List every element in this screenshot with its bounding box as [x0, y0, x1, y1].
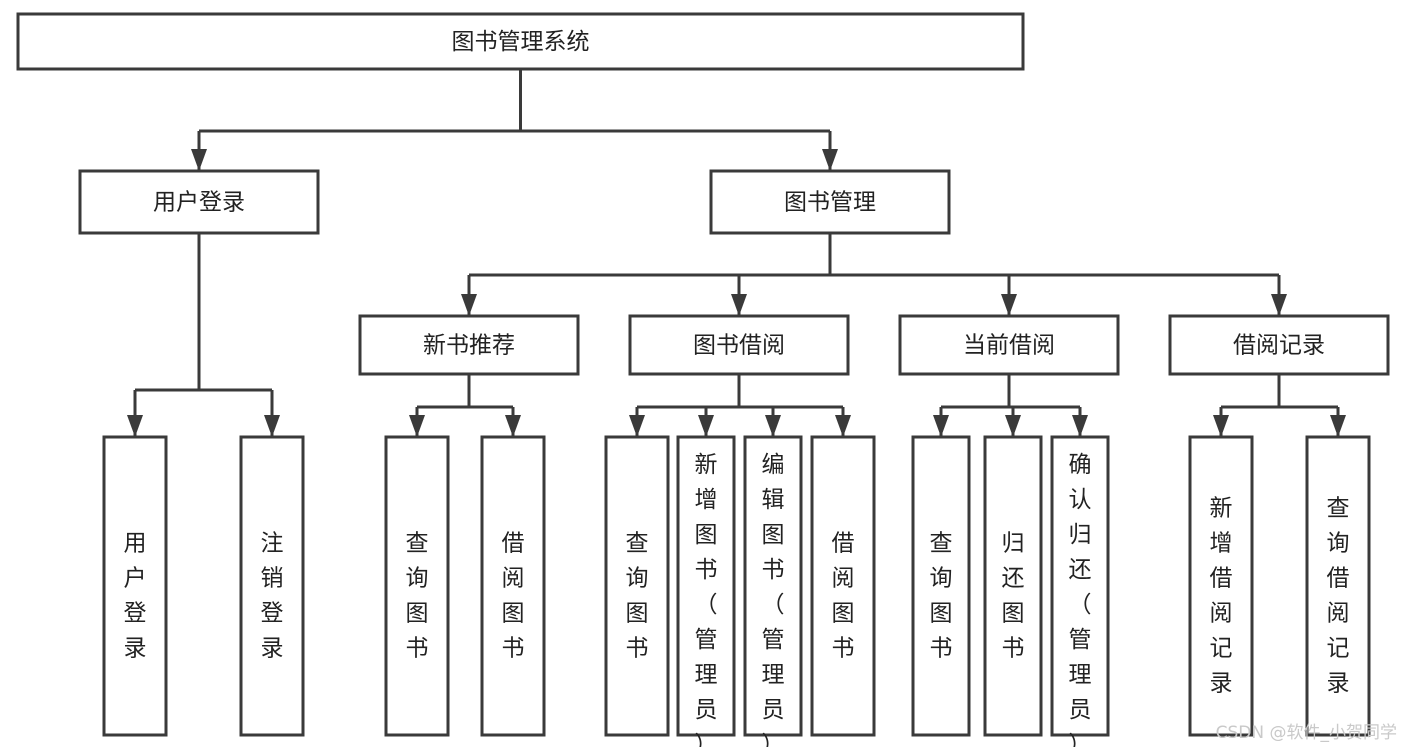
node-box: [810, 435, 876, 737]
node-label: 图书借阅: [693, 333, 785, 359]
arrow-head-icon: [461, 294, 477, 316]
node-label: 查询图书: [626, 530, 649, 661]
node-box: [709, 169, 951, 235]
node-label: 编辑图书（管理员）: [762, 452, 785, 747]
node-box: [604, 435, 670, 737]
node-box: [358, 314, 580, 376]
arrow-head-icon: [835, 415, 851, 437]
node-box: [102, 435, 168, 737]
node-box: [628, 314, 850, 376]
node-label: 图书管理系统: [452, 29, 590, 55]
connector-layer: [127, 69, 1346, 437]
arrow-head-icon: [127, 415, 143, 437]
arrow-head-icon: [264, 415, 280, 437]
node-label: 新增借阅记录: [1210, 495, 1233, 696]
node-box: [1188, 435, 1254, 737]
node-leaf-borrow-book-2[interactable]: 借阅图书: [810, 435, 876, 737]
node-leaf-add-book[interactable]: 新增图书（管理员）: [676, 435, 736, 747]
node-book-manage[interactable]: 图书管理: [709, 169, 951, 235]
node-label: 新书推荐: [423, 333, 515, 359]
arrow-head-icon: [1005, 415, 1021, 437]
arrow-head-icon: [933, 415, 949, 437]
node-leaf-confirm-return[interactable]: 确认归还（管理员）: [1050, 435, 1110, 747]
node-label: 用户登录: [153, 190, 245, 216]
node-box: [911, 435, 971, 737]
node-leaf-user-logout[interactable]: 注销登录: [239, 435, 305, 737]
node-box: [676, 435, 736, 737]
arrow-head-icon: [698, 415, 714, 437]
node-label: 用户登录: [124, 530, 147, 661]
node-box: [239, 435, 305, 737]
arrow-head-icon: [765, 415, 781, 437]
arrow-head-icon: [731, 294, 747, 316]
node-box: [480, 435, 546, 737]
node-book-borrow[interactable]: 图书借阅: [628, 314, 850, 376]
node-label: 查询图书: [930, 530, 953, 661]
node-label: 注销登录: [261, 530, 284, 661]
node-leaf-query-book-1[interactable]: 查询图书: [384, 435, 450, 737]
node-label: 图书管理: [784, 190, 876, 216]
arrow-head-icon: [1213, 415, 1229, 437]
node-leaf-query-book-2[interactable]: 查询图书: [604, 435, 670, 737]
node-leaf-query-book-3[interactable]: 查询图书: [911, 435, 971, 737]
node-label: 借阅图书: [832, 530, 855, 661]
node-label: 确认归还（管理员）: [1069, 452, 1092, 747]
node-leaf-borrow-book-1[interactable]: 借阅图书: [480, 435, 546, 737]
node-new-book-rec[interactable]: 新书推荐: [358, 314, 580, 376]
node-box: [1168, 314, 1390, 376]
node-box: [743, 435, 803, 737]
arrow-head-icon: [191, 149, 207, 171]
node-label: 借阅图书: [502, 530, 525, 661]
node-label: 查询借阅记录: [1327, 495, 1350, 696]
node-box: [898, 314, 1120, 376]
arrow-head-icon: [629, 415, 645, 437]
arrow-head-icon: [505, 415, 521, 437]
node-leaf-user-login[interactable]: 用户登录: [102, 435, 168, 737]
node-root[interactable]: 图书管理系统: [16, 12, 1025, 71]
node-leaf-add-record[interactable]: 新增借阅记录: [1188, 435, 1254, 737]
node-leaf-return-book[interactable]: 归还图书: [983, 435, 1043, 737]
node-label: 归还图书: [1002, 530, 1025, 661]
arrow-head-icon: [1001, 294, 1017, 316]
node-label: 新增图书（管理员）: [695, 452, 718, 747]
node-current-borrow[interactable]: 当前借阅: [898, 314, 1120, 376]
node-box: [1305, 435, 1371, 737]
node-leaf-query-record[interactable]: 查询借阅记录: [1305, 435, 1371, 737]
arrow-head-icon: [1072, 415, 1088, 437]
arrow-head-icon: [409, 415, 425, 437]
node-leaf-edit-book[interactable]: 编辑图书（管理员）: [743, 435, 803, 747]
arrow-head-icon: [1330, 415, 1346, 437]
node-label: 当前借阅: [963, 333, 1055, 359]
node-borrow-record[interactable]: 借阅记录: [1168, 314, 1390, 376]
node-box: [1050, 435, 1110, 737]
node-label: 查询图书: [406, 530, 429, 661]
node-box: [16, 12, 1025, 71]
node-box: [78, 169, 320, 235]
node-user-login[interactable]: 用户登录: [78, 169, 320, 235]
node-box: [983, 435, 1043, 737]
node-box: [384, 435, 450, 737]
arrow-head-icon: [822, 149, 838, 171]
arrow-head-icon: [1271, 294, 1287, 316]
node-label: 借阅记录: [1233, 333, 1325, 359]
node-layer: 图书管理系统用户登录图书管理新书推荐图书借阅当前借阅借阅记录用户登录注销登录查询…: [16, 12, 1390, 747]
